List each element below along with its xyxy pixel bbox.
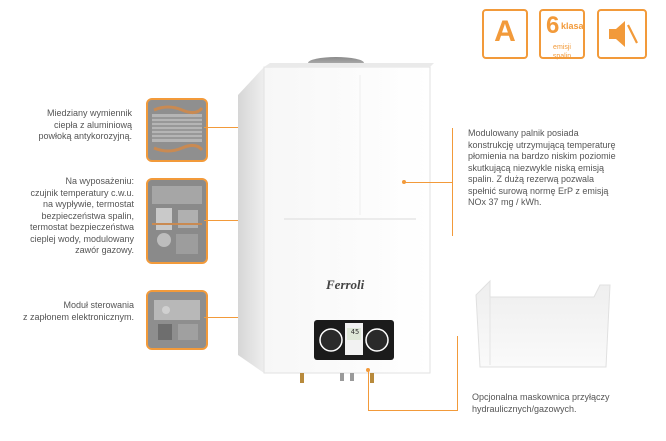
thumb-heat-exchanger [146, 98, 208, 162]
energy-class-badge: A [482, 9, 528, 59]
speaker-mute-icon [609, 21, 638, 47]
leader-line-heat-exchanger [204, 127, 254, 128]
callout-equipment: Na wyposażeniu: czujnik temperatury c.w.… [29, 176, 134, 255]
leader-line-control [204, 317, 254, 318]
water-heater: Ferroli 45 [230, 55, 445, 385]
control-module-image [148, 292, 206, 348]
callout-control: Moduł sterowania z zapłonem elektroniczn… [22, 300, 134, 322]
callout-burner: Modulowany palnik posiada konstrukcję ut… [468, 128, 616, 207]
emission-class-number: 6 [546, 12, 560, 39]
equipment-image [148, 180, 206, 262]
leader-line-cover-v [368, 370, 369, 410]
cover-illustration [475, 279, 611, 368]
leader-line-cover-h [368, 410, 458, 411]
thumb-equipment [146, 178, 208, 264]
callout-cover: Opcjonalna maskownica przyłączy hydrauli… [472, 392, 610, 414]
energy-class-letter: A [494, 15, 516, 48]
optional-cover-image [470, 275, 620, 375]
bracket-cover [457, 336, 458, 410]
brand-logo: Ferroli [326, 277, 365, 292]
leader-dot-burner [402, 180, 406, 184]
emission-class-word: klasa [561, 21, 584, 31]
callout-heat-exchanger: Miedziany wymiennik ciepła z aluminiową … [38, 108, 132, 141]
thumb-control [146, 290, 208, 350]
leader-line-equipment [204, 220, 254, 221]
leader-line-burner [405, 182, 453, 183]
water-heater-illustration [238, 57, 434, 383]
heat-exchanger-image [148, 100, 206, 160]
bracket-burner [452, 128, 453, 236]
emission-class-badge: 6 klasa emisji spalin [539, 9, 585, 60]
display-readout: 45 [350, 328, 360, 336]
emission-class-caption: emisji spalin [552, 44, 572, 60]
silent-badge [597, 9, 647, 59]
